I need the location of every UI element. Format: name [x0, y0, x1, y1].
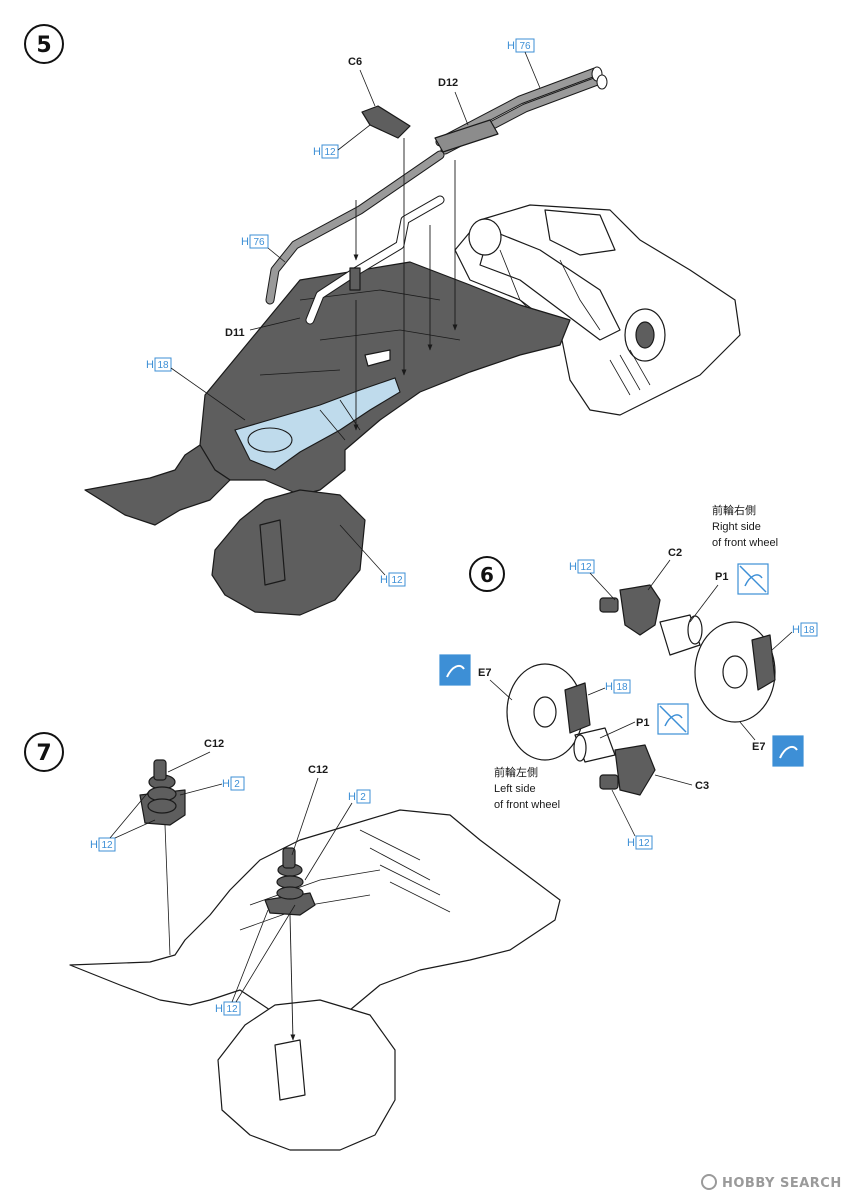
hobby-search-watermark: HOBBY SEARCH [701, 1174, 842, 1191]
label-e7-left: E7 [478, 667, 491, 679]
label-c3: C3 [695, 780, 709, 792]
svg-text:H: H [241, 236, 249, 248]
svg-text:H: H [507, 40, 515, 52]
paint-code-h76-top: H 76 [507, 38, 541, 89]
note-left-en2: of front wheel [494, 799, 560, 811]
label-c12-right: C12 [308, 764, 328, 776]
step-7: 7 C12 C12 [24, 732, 561, 1151]
svg-text:H: H [222, 778, 230, 790]
svg-text:H: H [90, 839, 98, 851]
left-wheel-assembly [506, 663, 656, 796]
svg-text:H: H [313, 146, 321, 158]
paint-code-h12-left: H 12 [90, 789, 156, 852]
label-p1-left: P1 [636, 717, 649, 729]
no-glue-icon-p1-left [657, 703, 689, 735]
svg-text:76: 76 [519, 41, 531, 52]
label-d12: D12 [438, 77, 458, 89]
no-glue-icon-p1-right [737, 563, 769, 595]
svg-text:2: 2 [360, 792, 366, 803]
step-number: 6 [480, 563, 494, 587]
svg-text:12: 12 [580, 562, 592, 573]
paint-code-h18-right: H 18 [771, 622, 818, 651]
step-6-badge: 6 [469, 556, 505, 592]
label-d11: D11 [225, 327, 245, 339]
paint-code-h12-bottom: H 12 [339, 524, 406, 587]
paint-code-h12-c2: H 12 [569, 559, 616, 601]
paint-code-h2-right: H 2 [304, 789, 371, 881]
paint-code-h2-left: H 2 [179, 776, 245, 796]
step-number: 5 [36, 33, 51, 58]
label-c2: C2 [668, 547, 682, 559]
svg-text:12: 12 [391, 575, 403, 586]
svg-text:18: 18 [616, 682, 628, 693]
svg-text:18: 18 [803, 625, 815, 636]
hanger-pin [349, 267, 361, 291]
svg-text:H: H [146, 359, 154, 371]
note-right-en1: Right side [712, 521, 761, 533]
paint-code-h12-c6: H 12 [313, 124, 371, 159]
step-5: 5 [24, 24, 741, 616]
svg-text:H: H [792, 624, 800, 636]
paint-code-h76-left: H 76 [241, 234, 286, 263]
glue-icon-e7-right [772, 735, 804, 767]
watermark-logo: HOBBY SEARCH [722, 1176, 842, 1191]
label-c12-left: C12 [204, 738, 224, 750]
svg-text:H: H [380, 574, 388, 586]
svg-text:2: 2 [234, 779, 240, 790]
svg-text:H: H [627, 837, 635, 849]
svg-text:12: 12 [638, 838, 650, 849]
svg-text:H: H [348, 791, 356, 803]
step-number: 7 [36, 741, 51, 766]
svg-text:H: H [569, 561, 577, 573]
right-wheel-assembly [599, 584, 776, 723]
svg-text:H: H [605, 681, 613, 693]
muffler-d12 [434, 119, 499, 153]
paint-code-h18-left: H 18 [587, 679, 631, 696]
part-c6 [361, 105, 411, 139]
glue-icon-e7-left [439, 654, 471, 686]
svg-text:76: 76 [253, 237, 265, 248]
svg-text:12: 12 [226, 1004, 238, 1015]
exhaust-pipe-h76-left [265, 150, 445, 325]
paint-code-h12-c3: H 12 [611, 789, 653, 850]
paint-code-h18: H 18 [146, 357, 246, 421]
step-6: 6 前輪右側 Right side of front wheel [439, 503, 818, 850]
svg-text:H: H [215, 1003, 223, 1015]
note-right-jp: 前輪右側 [712, 503, 756, 517]
fuel-tank [234, 377, 401, 471]
svg-text:18: 18 [157, 360, 169, 371]
label-c6: C6 [348, 56, 362, 68]
svg-text:12: 12 [101, 840, 113, 851]
note-left-en1: Left side [494, 783, 536, 795]
step-7-chassis [69, 809, 561, 1151]
label-p1-right: P1 [715, 571, 728, 583]
note-right-en2: of front wheel [712, 537, 778, 549]
shock-absorber-right [264, 847, 316, 916]
svg-text:12: 12 [324, 147, 336, 158]
shock-absorber-left [139, 759, 186, 956]
step-7-badge: 7 [24, 732, 64, 772]
step-5-badge: 5 [24, 24, 64, 64]
paint-code-h12-right: H 12 [215, 904, 296, 1016]
label-e7-right: E7 [752, 741, 765, 753]
note-left-jp: 前輪左側 [494, 765, 538, 779]
